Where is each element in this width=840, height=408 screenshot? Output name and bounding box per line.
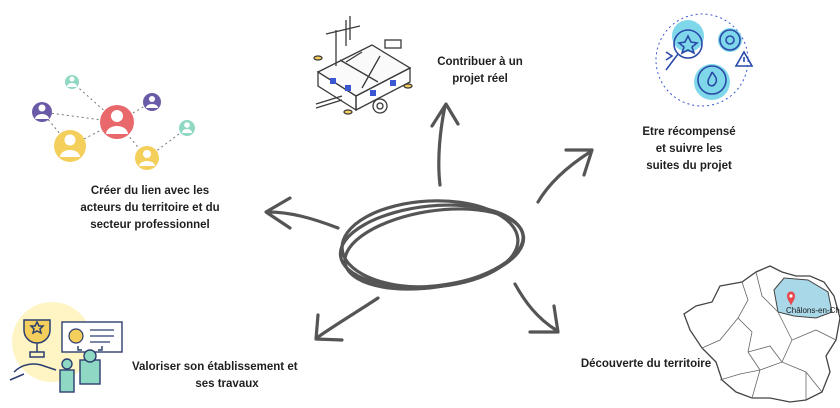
- rewards-gear-icon: [655, 13, 754, 107]
- center-scribble-circle: [338, 199, 526, 291]
- label-recompense-suivi: Etre récompensé et suivre les suites du …: [642, 126, 736, 172]
- building-plan-icon: [313, 16, 413, 115]
- arrow-down-right: [513, 282, 560, 334]
- arrow-left: [264, 196, 340, 230]
- label-decouverte-territoire: Découverte du territoire: [580, 358, 712, 370]
- map-city-label: Châlons-en-Champagne: [786, 306, 840, 315]
- france-map-icon: [683, 265, 840, 403]
- arrow-up: [430, 102, 460, 187]
- trophy-certificate-icon: [9, 302, 123, 393]
- network-people-icon: [32, 75, 195, 170]
- label-creer-lien: Créer du lien avec les acteurs du territ…: [80, 185, 220, 231]
- arrow-up-right: [536, 148, 594, 204]
- label-valoriser-etablissement: Valoriser son établissement et ses trava…: [132, 361, 298, 390]
- label-contribuer-projet: Contribuer à un projet réel: [437, 56, 523, 85]
- arrow-down-left: [314, 296, 380, 342]
